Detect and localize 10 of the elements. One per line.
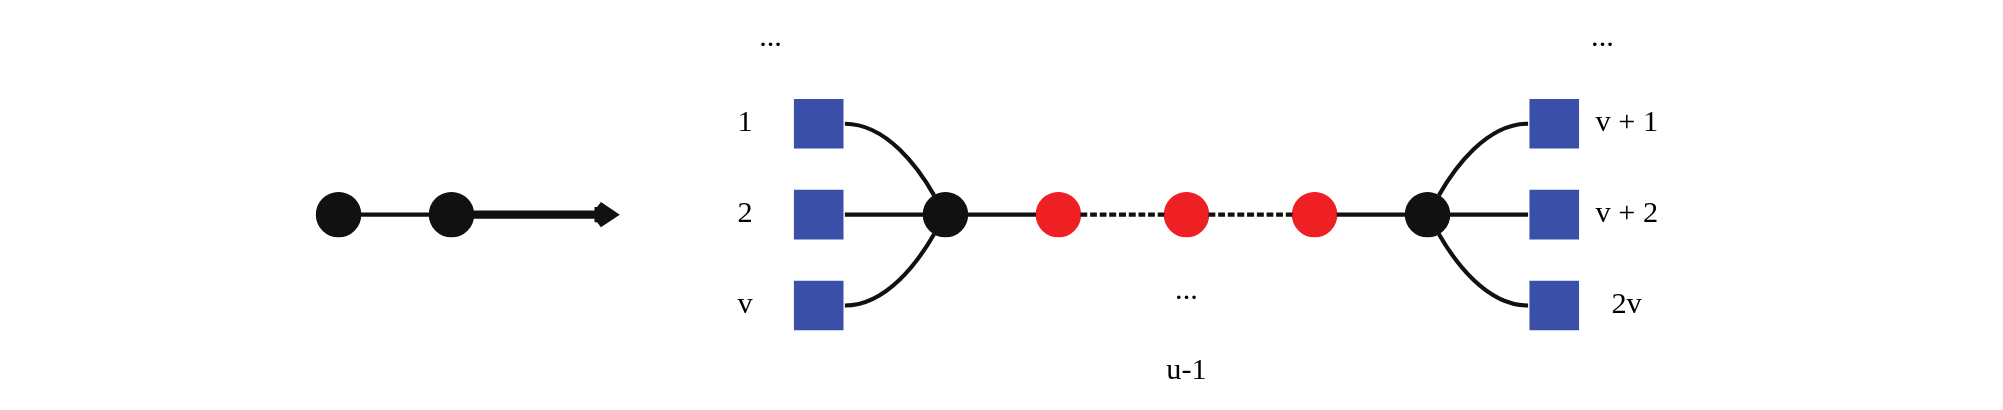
node-label: v + 1: [1595, 104, 1659, 139]
label: ...: [1591, 19, 1614, 54]
node-label: 1: [737, 104, 753, 139]
node-label: 2: [737, 195, 753, 230]
label: ...: [1175, 272, 1198, 307]
node-label: v + 2: [1595, 195, 1659, 230]
label: u-1: [1166, 352, 1207, 387]
node-label: v: [737, 286, 753, 321]
label: ...: [759, 19, 782, 54]
node-label: 2v: [1611, 286, 1642, 321]
